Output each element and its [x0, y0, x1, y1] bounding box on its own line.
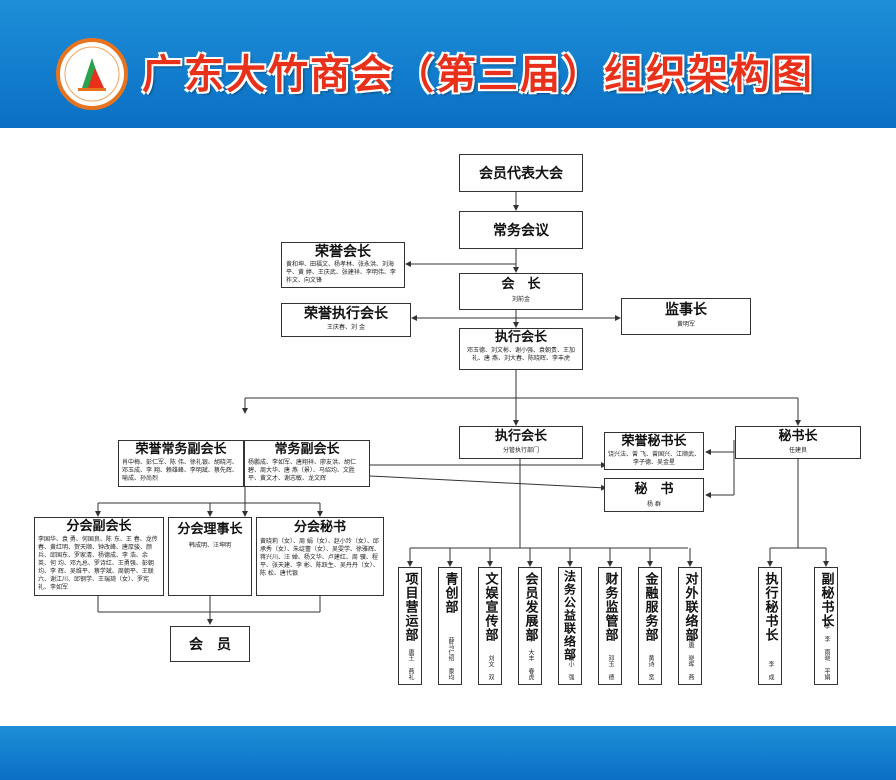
president-names: 刘前金	[511, 296, 530, 303]
honorary-exec-president-names: 王庆春、刘 金	[327, 324, 365, 331]
dept-title: 对外联络部	[682, 572, 698, 642]
exec-secretary-general-names: 李 成	[767, 661, 774, 680]
top-banner	[0, 0, 896, 128]
exec-president-dept-names: 分管执行部门	[502, 447, 539, 454]
dept-names: 刘李 大丰 春虎	[527, 630, 534, 680]
dept-title: 会员发展部	[522, 572, 538, 642]
honorary-president-box: 荣誉会长 黄和坤、田福文、杨孝林、张永洪、刘海平、黄 婷、王庆武、张建祥、李明伟…	[281, 242, 405, 288]
dept-names: 唐王 燕礼	[407, 649, 414, 680]
members-box: 会 员	[170, 626, 250, 662]
standing-meeting-box: 常务会议	[459, 211, 583, 249]
deputy-secretary-general-names: 李 李 雨晓 平娟	[823, 623, 830, 680]
branch-secretary-title: 分会秘书	[293, 520, 346, 535]
dept-project-operations: 项目营运部 唐王 燕礼	[398, 567, 422, 685]
exec-president-box: 执行会长 邓玉德、刘文彬、谢小强、袁朝贵、王加礼、唐 燕、刘大春、陈晓晖、李丰虎	[459, 328, 583, 370]
secretary-box: 秘 书 杨 群	[604, 478, 704, 512]
honorary-exec-president-box: 荣誉执行会长 王庆春、刘 金	[281, 303, 411, 337]
deputy-secretary-general-box: 副秘书长 李 李 雨晓 平娟	[814, 567, 838, 685]
honorary-secretary-names: 饶兴法、曾 飞、曾国兴、江顺武、李子德、吴金星	[608, 451, 700, 466]
dept-names: 黄诗 宽	[647, 655, 654, 680]
supervisor-title: 监事长	[665, 302, 707, 318]
dept-names: 陈唐 晓晖 燕	[687, 636, 694, 680]
branch-secretary-box: 分会秘书 黄晓莉（女）、周 娟（女）、赵小玲（女）、邱承秀（女）、朱绽蕾（女）、…	[256, 517, 384, 596]
executive-vice-president-names: 杨鹏成、李如军、唐翔祥、廖友洪、胡仁碧、周大华、唐 燕（景）、马绍均、文胜平、黄…	[248, 459, 357, 482]
branch-vice-president-title: 分会副会长	[66, 519, 132, 534]
honorary-president-names: 黄和坤、田福文、杨孝林、张永洪、刘海平、黄 婷、王庆武、张建祥、李明伟、李祚文、…	[286, 261, 396, 284]
dept-title: 财务监管部	[602, 572, 618, 642]
exec-secretary-general-box: 执行秘书长 李 成	[758, 567, 782, 685]
chamber-logo	[56, 38, 128, 110]
dept-member-development: 会员发展部 刘李 大丰 春虎	[518, 567, 542, 685]
secretary-general-names: 任建良	[788, 447, 807, 454]
exec-president-names: 邓玉德、刘文彬、谢小强、袁朝贵、王加礼、唐 燕、刘大春、陈晓晖、李丰虎	[466, 347, 575, 362]
dept-youth-startup: 青创部 薛马仁绍 豪均	[438, 567, 462, 685]
standing-meeting-title: 常务会议	[493, 223, 549, 239]
branch-director-title: 分会理事长	[177, 522, 243, 537]
branch-director-box: 分会理事长 韩成明、汪坤明	[168, 517, 252, 596]
dept-names: 刘文 双	[487, 655, 494, 680]
dept-finance-supervision: 财务监管部 邓玉 德	[598, 567, 622, 685]
logo-emblem-icon	[64, 46, 120, 102]
branch-vice-president-names: 李国华、袁 勇、何国良、陈 东、王 春、龙传春、黄红明、贺天顺、钟改峰、唐厚骏、…	[38, 536, 158, 591]
president-title: 会 长	[501, 277, 541, 292]
executive-vice-president-title: 常务副会长	[274, 442, 340, 457]
members-congress-title: 会员代表大会	[479, 166, 563, 182]
honorary-president-title: 荣誉会长	[315, 244, 371, 260]
honorary-secretary-box: 荣誉秘书长 饶兴法、曾 飞、曾国兴、江顺武、李子德、吴金星	[604, 432, 704, 470]
dept-title: 金融服务部	[642, 572, 658, 642]
exec-president-dept-box: 执行会长 分管执行部门	[459, 426, 583, 459]
dept-names: 薛马仁绍 豪均	[447, 637, 454, 680]
branch-secretary-names: 黄晓莉（女）、周 娟（女）、赵小玲（女）、邱承秀（女）、朱绽蕾（女）、吴雯学、徐…	[260, 538, 381, 577]
dept-title: 项目营运部	[402, 572, 418, 642]
dept-external-liaison: 对外联络部 陈唐 晓晖 燕	[678, 567, 702, 685]
branch-vice-president-box: 分会副会长 李国华、袁 勇、何国良、陈 东、王 春、龙传春、黄红明、贺天顺、钟改…	[34, 517, 164, 596]
dept-legal-welfare: 法务公益联络部 谢小 强	[558, 567, 582, 685]
executive-vice-president-box: 常务副会长 杨鹏成、李如军、唐翔祥、廖友洪、胡仁碧、周大华、唐 燕（景）、马绍均…	[244, 440, 370, 487]
exec-secretary-general-title: 执行秘书长	[762, 572, 778, 642]
honorary-vice-president-box: 荣誉常务副会长 肖中梅、彭仁军、陈 伟、徐礼银、胡晓河、邓玉成、李 翔、赖雄峰、…	[118, 440, 244, 487]
exec-president-title: 执行会长	[494, 330, 547, 345]
deputy-secretary-general-title: 副秘书长	[818, 572, 834, 628]
dept-names: 邓玉 德	[607, 655, 614, 680]
honorary-vice-president-names: 肖中梅、彭仁军、陈 伟、徐礼银、胡晓河、邓玉成、李 翔、赖雄峰、李明斌、蔡先辉、…	[122, 459, 238, 482]
secretary-title: 秘 书	[634, 482, 674, 497]
supervisor-box: 监事长 黄明军	[621, 298, 751, 335]
secretary-general-title: 秘书长	[778, 429, 818, 444]
members-congress-box: 会员代表大会	[459, 154, 583, 192]
page-title: 广东大竹商会（第三届）组织架构图	[142, 52, 814, 98]
dept-culture-promotion: 文娱宣传部 刘文 双	[478, 567, 502, 685]
secretary-general-box: 秘书长 任建良	[735, 426, 861, 459]
supervisor-names: 黄明军	[676, 321, 695, 328]
branch-director-names: 韩成明、汪坤明	[188, 542, 231, 549]
dept-financial-services: 金融服务部 黄诗 宽	[638, 567, 662, 685]
dept-title: 文娱宣传部	[482, 572, 498, 642]
president-box: 会 长 刘前金	[459, 273, 583, 310]
dept-title: 法务公益联络部	[562, 570, 577, 661]
dept-title: 青创部	[442, 572, 458, 614]
honorary-secretary-title: 荣誉秘书长	[621, 434, 687, 449]
honorary-vice-president-title: 荣誉常务副会长	[135, 442, 227, 457]
secretary-names: 杨 群	[647, 501, 661, 508]
members-title: 会 员	[189, 637, 231, 653]
exec-president-dept-title: 执行会长	[494, 429, 547, 444]
bottom-banner	[0, 726, 896, 780]
honorary-exec-president-title: 荣誉执行会长	[304, 306, 388, 322]
dept-names: 谢小 强	[567, 655, 574, 680]
